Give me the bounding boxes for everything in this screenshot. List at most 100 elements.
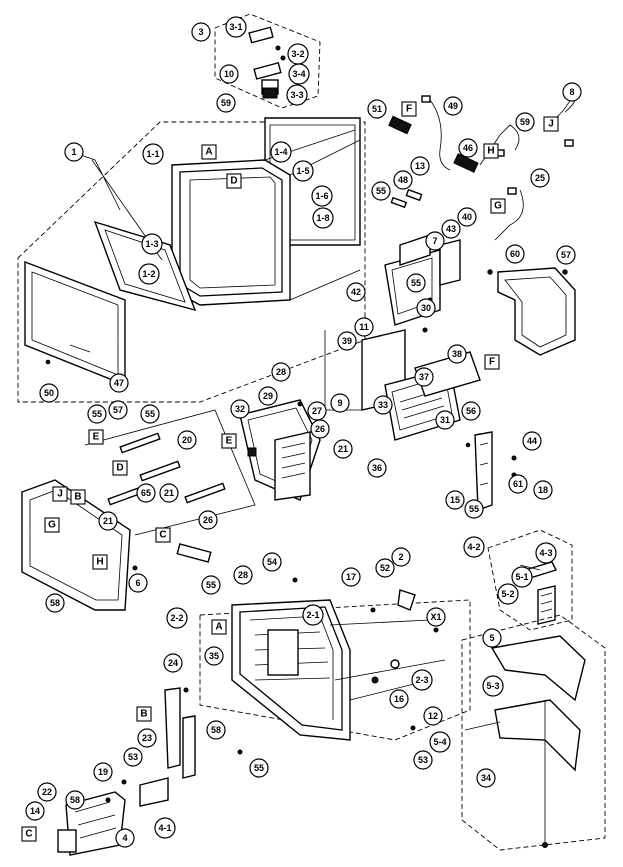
callout-label: 37 xyxy=(419,372,429,382)
callout-label: 44 xyxy=(527,436,537,446)
callout-circle xyxy=(206,720,226,740)
callout-label: 50 xyxy=(44,388,54,398)
callout-label: 26 xyxy=(203,515,213,525)
callout-label: 1 xyxy=(71,147,76,157)
letter-box xyxy=(221,433,237,449)
letter-box xyxy=(88,429,104,445)
callout-circle xyxy=(429,731,451,753)
callout-5-1: 5-1 xyxy=(511,566,533,588)
callout-label: 47 xyxy=(114,378,124,388)
callout-circle xyxy=(393,170,413,190)
callout-label: 55 xyxy=(206,580,216,590)
callout-30: 30 xyxy=(416,298,436,318)
callout-label: 1-4 xyxy=(274,147,287,157)
callout-label: 14 xyxy=(30,806,40,816)
letter-box xyxy=(112,460,128,476)
callout-label: 21 xyxy=(338,444,348,454)
callout-circle xyxy=(219,64,239,84)
callout-54: 54 xyxy=(262,552,282,572)
callout-label: 3-1 xyxy=(229,22,242,32)
callout-55: 55 xyxy=(464,499,484,519)
letter-box xyxy=(484,354,500,370)
callout-circle xyxy=(270,141,292,163)
callout-label: 30 xyxy=(421,303,431,313)
callout-4: 4 xyxy=(115,828,135,848)
callout-label: 39 xyxy=(342,336,352,346)
callout-circle xyxy=(447,344,467,364)
letter-label: G xyxy=(494,201,502,212)
callout-circle xyxy=(98,511,118,531)
callout-circle xyxy=(216,93,236,113)
callout-circle xyxy=(204,646,224,666)
callout-label: 19 xyxy=(98,767,108,777)
callout-circle xyxy=(141,233,163,255)
callout-28: 28 xyxy=(233,565,253,585)
letter-label: E xyxy=(226,436,233,447)
callout-circle xyxy=(87,404,107,424)
callout-label: 28 xyxy=(276,367,286,377)
callout-circle xyxy=(201,575,221,595)
callout-label: 1-8 xyxy=(316,213,329,223)
callout-43: 43 xyxy=(441,219,461,239)
callout-5-2: 5-2 xyxy=(497,583,519,605)
callout-label: 21 xyxy=(164,488,174,498)
letter-label: H xyxy=(487,146,494,157)
callout-circle xyxy=(163,653,183,673)
callout-label: 58 xyxy=(211,725,221,735)
callout-20: 20 xyxy=(177,430,197,450)
callout-2-2: 2-2 xyxy=(166,607,188,629)
callout-label: 46 xyxy=(463,143,473,153)
callout-circle xyxy=(198,510,218,530)
callout-label: 22 xyxy=(42,787,52,797)
callout-label: 31 xyxy=(440,415,450,425)
letter-marker-B: B xyxy=(136,706,152,722)
callout-circle xyxy=(556,245,576,265)
letter-label: D xyxy=(116,463,123,474)
callout-label: 2-1 xyxy=(306,610,319,620)
callout-22: 22 xyxy=(37,782,57,802)
callout-circle xyxy=(115,828,135,848)
callout-55: 55 xyxy=(371,181,391,201)
callout-circle xyxy=(426,607,446,627)
callout-10: 10 xyxy=(219,64,239,84)
callout-39: 39 xyxy=(337,331,357,351)
callout-circle xyxy=(391,547,411,567)
callout-4-3: 4-3 xyxy=(535,542,557,564)
callout-55: 55 xyxy=(406,273,426,293)
callout-circle xyxy=(443,96,463,116)
callout-circle xyxy=(140,404,160,424)
letter-label: C xyxy=(25,829,32,840)
callout-18: 18 xyxy=(533,480,553,500)
letter-label: F xyxy=(406,104,412,115)
callout-circle xyxy=(337,331,357,351)
callout-17: 17 xyxy=(341,567,361,587)
letter-box xyxy=(201,144,217,160)
callout-circle xyxy=(505,244,525,264)
callout-2-1: 2-1 xyxy=(302,604,324,626)
callout-21: 21 xyxy=(159,483,179,503)
callout-circle xyxy=(109,373,129,393)
callout-label: 5-4 xyxy=(433,737,446,747)
callout-circle xyxy=(25,801,45,821)
callout-circle xyxy=(461,401,481,421)
callout-label: 40 xyxy=(462,212,472,222)
callout-label: 57 xyxy=(113,405,123,415)
callout-label: 35 xyxy=(209,651,219,661)
letter-box xyxy=(52,486,68,502)
callout-26: 26 xyxy=(198,510,218,530)
callout-16: 16 xyxy=(389,689,409,709)
letter-marker-J: J xyxy=(543,116,559,132)
callout-19: 19 xyxy=(93,762,113,782)
callout-circle xyxy=(230,399,250,419)
callout-circle xyxy=(482,628,502,648)
callout-circle xyxy=(482,675,504,697)
callout-label: 36 xyxy=(372,463,382,473)
callout-label: 29 xyxy=(263,391,273,401)
callout-label: 2-2 xyxy=(170,613,183,623)
letter-label: D xyxy=(230,176,237,187)
callout-circle xyxy=(511,566,533,588)
callout-label: 10 xyxy=(224,69,234,79)
callout-circle xyxy=(367,99,387,119)
callout-label: 1-1 xyxy=(146,149,159,159)
